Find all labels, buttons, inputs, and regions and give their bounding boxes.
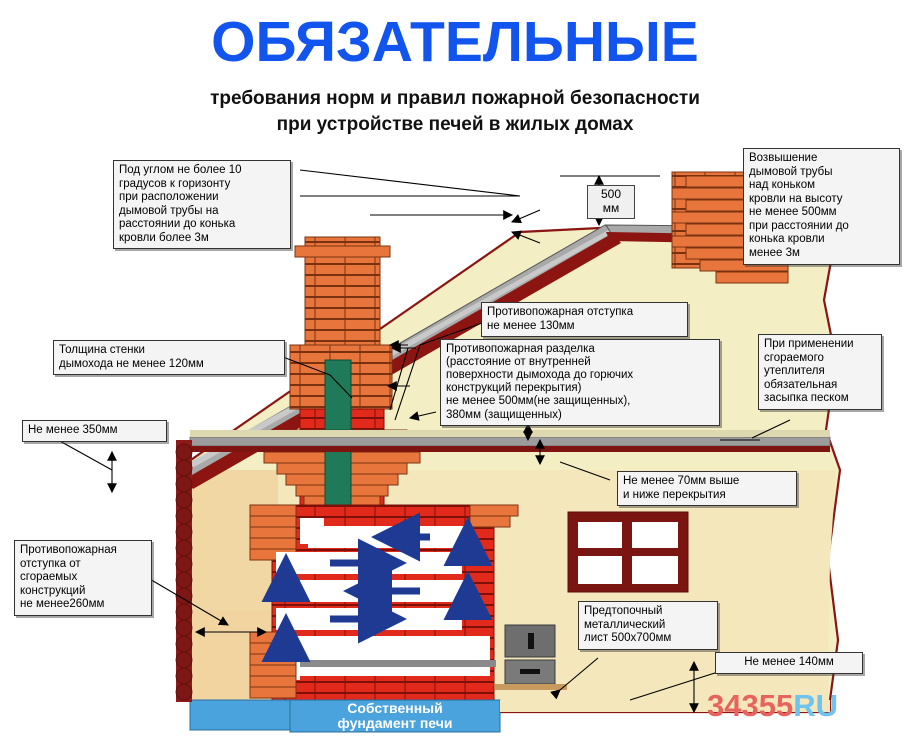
callout-gap-260: Противопожарная отступка от сгораемых ко…: [14, 540, 152, 616]
callout-fire-cut: Противопожарная разделка (расстояние от …: [440, 339, 720, 426]
callout-min-350: Не менее 350мм: [22, 420, 167, 442]
log-wall: [175, 440, 193, 702]
smoke-flow-arrows: [261, 512, 493, 662]
label-foundation: Собственный фундамент печи: [337, 699, 453, 731]
stove-body: [249, 504, 567, 701]
callout-chimney-height: Возвышение дымовой трубы над коньком кро…: [743, 148, 900, 265]
window: [567, 511, 689, 593]
watermark: 34355RU: [707, 688, 838, 724]
watermark-tld: RU: [793, 688, 838, 723]
callout-min-70: Не менее 70мм выше и ниже перекрытия: [617, 471, 797, 507]
ceiling-structure: [189, 430, 831, 452]
page-title: ОБЯЗАТЕЛЬНЫЕ: [211, 10, 699, 74]
subtitle-line-2: при устройстве печей в жилых домах: [276, 114, 634, 135]
callout-min-140: Не менее 140мм: [715, 652, 863, 674]
callout-fire-gap-130: Противопожарная отступка не менее 130мм: [481, 302, 688, 338]
callout-insulation-sand: При применении сгораемого утеплителя обя…: [758, 334, 882, 410]
callout-metal-sheet: Предтопочный металлический лист 500х700м…: [578, 601, 718, 650]
stove-foundation: [189, 699, 830, 733]
subtitle-line-1: требования норм и правил пожарной безопа…: [210, 88, 700, 109]
dimension-label-500mm: 500 мм: [587, 185, 635, 219]
watermark-number: 34355: [707, 688, 794, 723]
callout-wall-thickness: Толщина стенки дымохода не менее 120мм: [53, 340, 285, 376]
callout-chimney-angle: Под углом не более 10 градусов к горизон…: [113, 160, 291, 250]
